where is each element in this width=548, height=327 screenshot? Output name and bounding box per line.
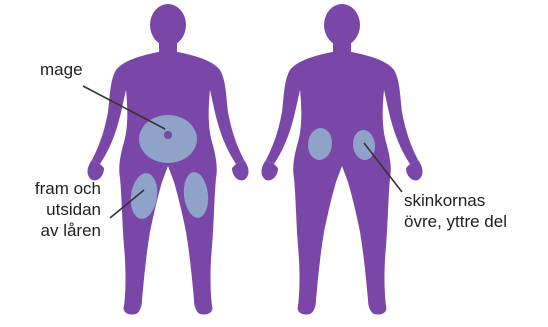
buttocks-label: skinkornas övre, yttre del xyxy=(404,190,507,232)
navel-dot xyxy=(164,131,172,139)
abdomen-label: mage xyxy=(40,59,83,80)
abdomen-label-text: mage xyxy=(40,59,83,80)
front-body-figure xyxy=(88,4,249,315)
thighs-label-line-1: fram och xyxy=(15,178,101,199)
thighs-label-line-2: utsidan xyxy=(15,199,101,220)
back-silhouette xyxy=(262,4,423,315)
thighs-label: fram och utsidan av låren xyxy=(15,178,101,241)
buttocks-label-line-1: skinkornas xyxy=(404,190,507,211)
back-body-figure xyxy=(262,4,423,315)
buttocks-label-line-2: övre, yttre del xyxy=(404,211,507,232)
thighs-label-line-3: av låren xyxy=(15,220,101,241)
